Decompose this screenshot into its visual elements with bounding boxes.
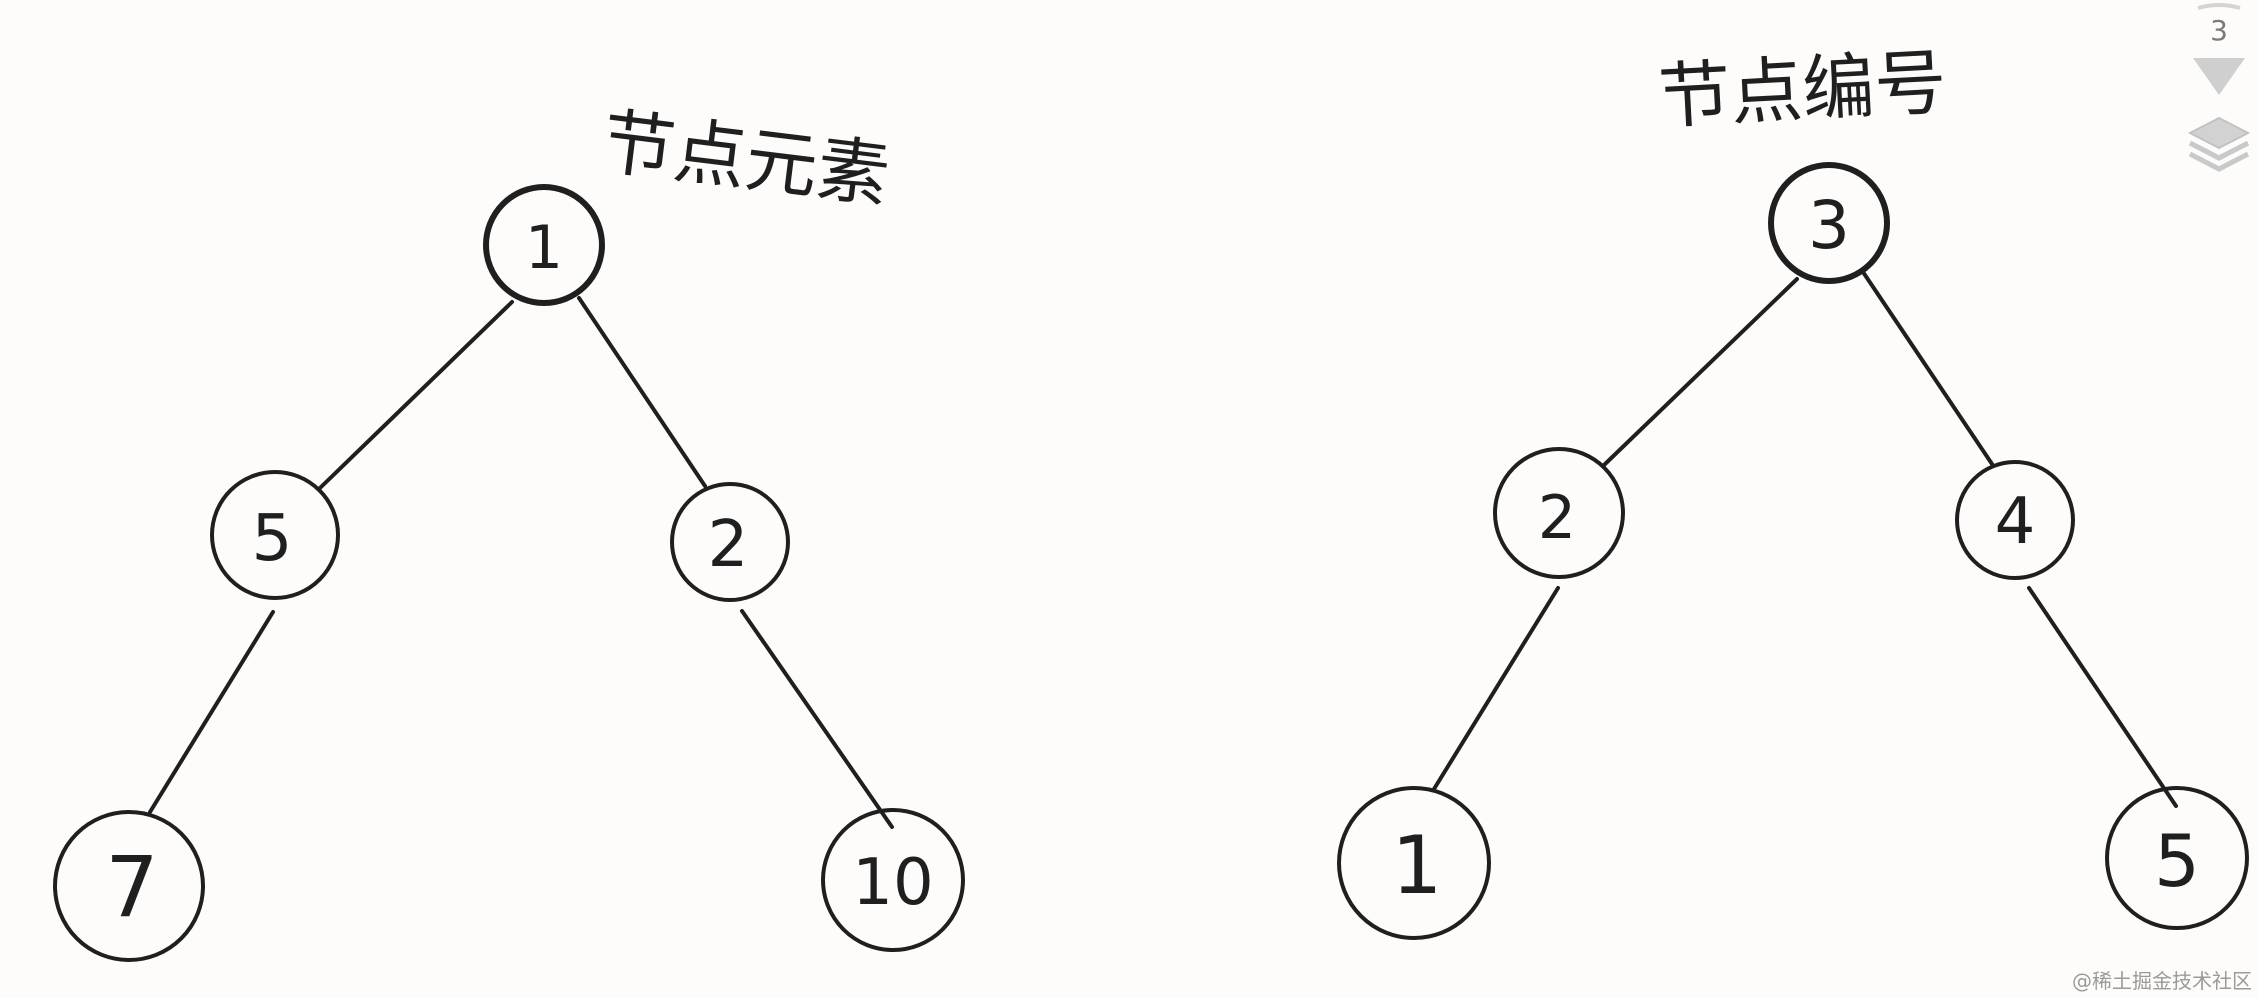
node-circle [670,482,790,602]
edge-root-right [577,296,707,488]
node-label: 4 [1995,485,2036,559]
right-tree: 节点编号 3 2 4 1 5 [1337,40,2249,940]
node-label: 2 [708,508,749,582]
edge-left-leftleft [1432,586,1560,791]
left-tree-title: 节点元素 [598,99,894,217]
node-label: 7 [105,838,158,936]
edge-root-right [1861,270,1994,466]
node-label: 5 [2154,819,2200,903]
right-tree-title: 节点编号 [1656,40,1948,139]
node-label: 3 [1808,187,1850,264]
left-tree-node-root: 1 [483,184,605,306]
edge-right-rightright [740,609,894,829]
left-tree-edges [148,296,894,829]
left-tree-node-right-right: 10 [821,808,965,952]
toolbar-top-edge [2197,3,2241,10]
node-label: 5 [252,502,293,576]
node-label: 10 [852,846,933,920]
node-circle [53,810,205,962]
node-circle [1337,786,1491,940]
left-tree-node-left-left: 7 [53,810,205,962]
edge-root-left [1601,277,1799,468]
node-label: 1 [525,213,563,283]
watermark: @稀土掘金技术社区 [2072,969,2252,993]
collapse-arrow-icon[interactable] [2193,58,2245,95]
right-tree-node-root: 3 [1768,162,1890,284]
node-label: 2 [1538,483,1576,553]
layers-icon[interactable] [2187,116,2251,172]
right-tree-node-left-left: 1 [1337,786,1491,940]
right-tree-node-left: 2 [1493,447,1625,579]
node-circle [821,808,965,952]
node-circle [483,184,605,306]
node-circle [210,470,340,600]
edge-right-rightright [2027,586,2178,808]
edge-root-left [318,300,514,490]
side-toolbar: 3 [2187,3,2251,172]
left-tree-node-left: 5 [210,470,340,600]
node-label: 1 [1392,819,1443,912]
left-tree: 节点元素 1 5 2 7 10 [53,99,965,962]
node-circle [2105,786,2249,930]
right-tree-node-right: 4 [1955,460,2075,580]
left-tree-node-right: 2 [670,482,790,602]
node-circle [1955,460,2075,580]
node-circle [1493,447,1625,579]
edge-left-leftleft [148,610,275,814]
right-tree-node-right-right: 5 [2105,786,2249,930]
page-number: 3 [2210,14,2228,47]
right-tree-edges [1432,270,2178,808]
node-circle [1768,162,1890,284]
